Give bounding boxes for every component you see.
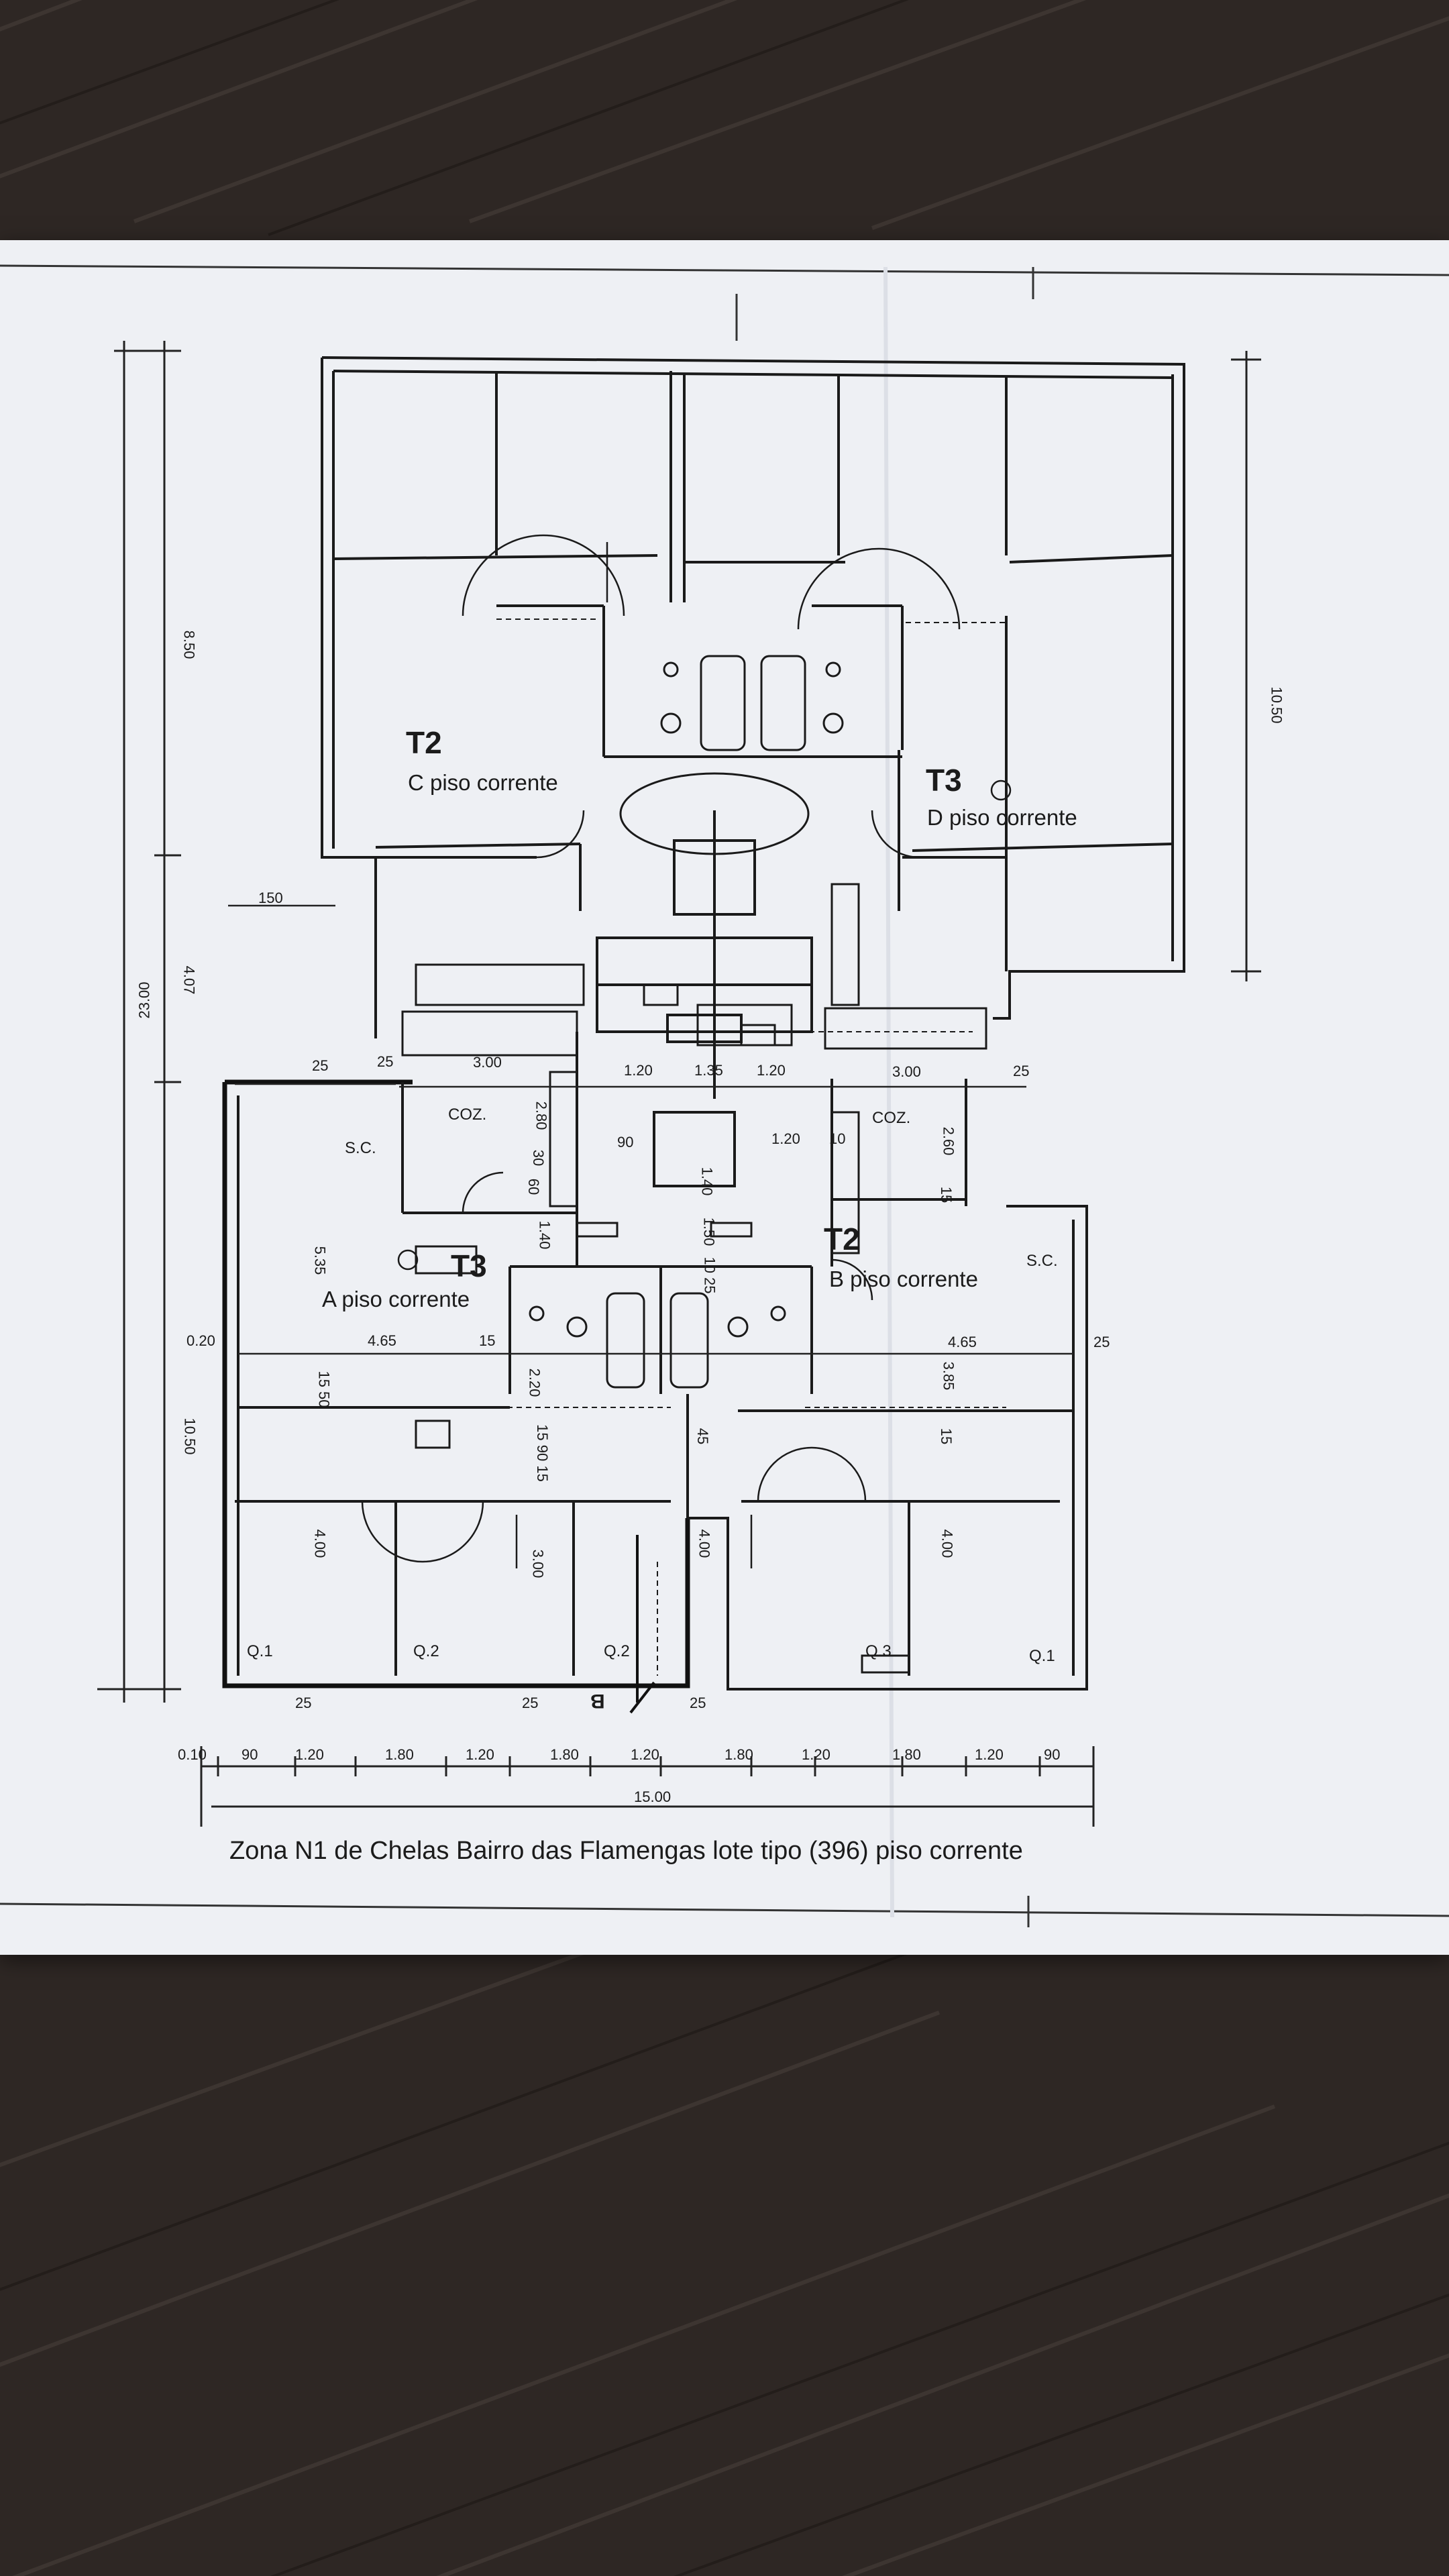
dim-25c: 25 — [1013, 1063, 1030, 1079]
dim-150b: 1.50 — [700, 1217, 718, 1246]
dim-300-left: 3.00 — [473, 1054, 502, 1071]
dim-left-top: 8.50 — [180, 630, 198, 659]
dim-220: 2.20 — [526, 1368, 543, 1397]
bottom-dim: 1.80 — [550, 1746, 579, 1763]
dim-25f: 25 — [522, 1695, 539, 1711]
dim-260: 2.60 — [940, 1126, 957, 1156]
dim-overall-height: 23.00 — [136, 981, 153, 1019]
bottom-dim: 90 — [1044, 1746, 1061, 1763]
dim-15c: 15 — [938, 1428, 955, 1445]
unit-c-type: T2 — [406, 725, 442, 760]
dim-offset-150: 150 — [258, 890, 283, 906]
bottom-dim: 1.20 — [631, 1746, 659, 1763]
bottom-dim: 1.80 — [892, 1746, 921, 1763]
dim-25d: 25 — [1093, 1334, 1110, 1350]
dim-10: 10 — [829, 1130, 846, 1147]
bottom-dim: 1.80 — [724, 1746, 753, 1763]
dim-1590: 15 90 15 — [533, 1424, 551, 1482]
dim-25e: 25 — [295, 1695, 312, 1711]
dim-120a: 1.20 — [624, 1062, 653, 1079]
unit-d-name: D piso corrente — [927, 805, 1077, 830]
unit-a-type: T3 — [451, 1248, 487, 1283]
unit-b-name: B piso corrente — [829, 1267, 978, 1291]
room-q1-right: Q.1 — [1029, 1647, 1055, 1665]
dim-140b: 1.40 — [698, 1167, 716, 1196]
bottom-dim: 0.10 — [178, 1746, 207, 1763]
dim-300b: 3.00 — [529, 1549, 547, 1578]
dim-400b: 4.00 — [696, 1529, 713, 1558]
dim-120c: 1.20 — [771, 1130, 800, 1147]
dim-25b: 25 — [377, 1053, 394, 1070]
dim-15a: 15 — [479, 1332, 496, 1349]
room-sc-right: S.C. — [1026, 1252, 1058, 1270]
section-marker-b: B — [590, 1690, 605, 1712]
dim-280: 2.80 — [533, 1101, 550, 1130]
room-q2-mid: Q.2 — [604, 1642, 630, 1660]
dim-140a: 1.40 — [536, 1220, 553, 1250]
bottom-dim: 90 — [241, 1746, 258, 1763]
room-coz-right: COZ. — [872, 1109, 911, 1127]
dim-020: 0.20 — [186, 1332, 215, 1349]
bottom-dim: 1.20 — [295, 1746, 324, 1763]
dim-400a: 4.00 — [311, 1529, 329, 1558]
unit-d-type: T3 — [926, 763, 962, 798]
dim-120b: 1.20 — [757, 1062, 786, 1079]
floor-plan-drawing — [0, 264, 1449, 1927]
dim-465-right: 4.65 — [948, 1334, 977, 1350]
bottom-total-dim: 15.00 — [634, 1788, 672, 1805]
room-sc-left: S.C. — [345, 1139, 376, 1157]
dim-535: 5.35 — [311, 1246, 329, 1275]
room-q1-left: Q.1 — [247, 1642, 273, 1660]
dim-25a: 25 — [312, 1057, 329, 1074]
room-q2-left: Q.2 — [413, 1642, 439, 1660]
dim-right-top: 10.50 — [1268, 686, 1285, 724]
unit-b-type: T2 — [824, 1222, 860, 1256]
room-q3: Q.3 — [865, 1642, 892, 1660]
bottom-dim: 1.20 — [975, 1746, 1004, 1763]
dim-385: 3.85 — [940, 1361, 957, 1391]
unit-c-name: C piso corrente — [408, 770, 558, 795]
bottom-dim: 1.20 — [802, 1746, 830, 1763]
bottom-dim: 1.80 — [385, 1746, 414, 1763]
dim-15b: 15 — [938, 1186, 955, 1203]
floor-plan-sheet: T2 C piso corrente T3 D piso corrente T3… — [0, 240, 1449, 1955]
dim-25g: 25 — [690, 1695, 706, 1711]
bottom-dim: 1.20 — [466, 1746, 494, 1763]
dim-left-bottom: 10.50 — [181, 1417, 199, 1455]
dim-300-right: 3.00 — [892, 1063, 921, 1080]
dim-465-left: 4.65 — [368, 1332, 396, 1349]
plan-caption: Zona N1 de Chelas Bairro das Flamengas l… — [229, 1837, 1023, 1865]
dim-left-mid: 4.07 — [180, 965, 198, 995]
dim-45: 45 — [694, 1428, 712, 1445]
dim-30: 30 — [530, 1149, 547, 1167]
room-coz-left: COZ. — [448, 1106, 487, 1124]
dim-60: 60 — [525, 1178, 543, 1195]
dim-400c: 4.00 — [938, 1529, 956, 1558]
dim-1550: 15 50 — [315, 1371, 333, 1408]
dim-1025: 10 25 — [701, 1256, 718, 1294]
unit-a-name: A piso corrente — [322, 1287, 470, 1311]
dim-90: 90 — [617, 1134, 634, 1150]
dim-135: 1.35 — [694, 1062, 723, 1079]
